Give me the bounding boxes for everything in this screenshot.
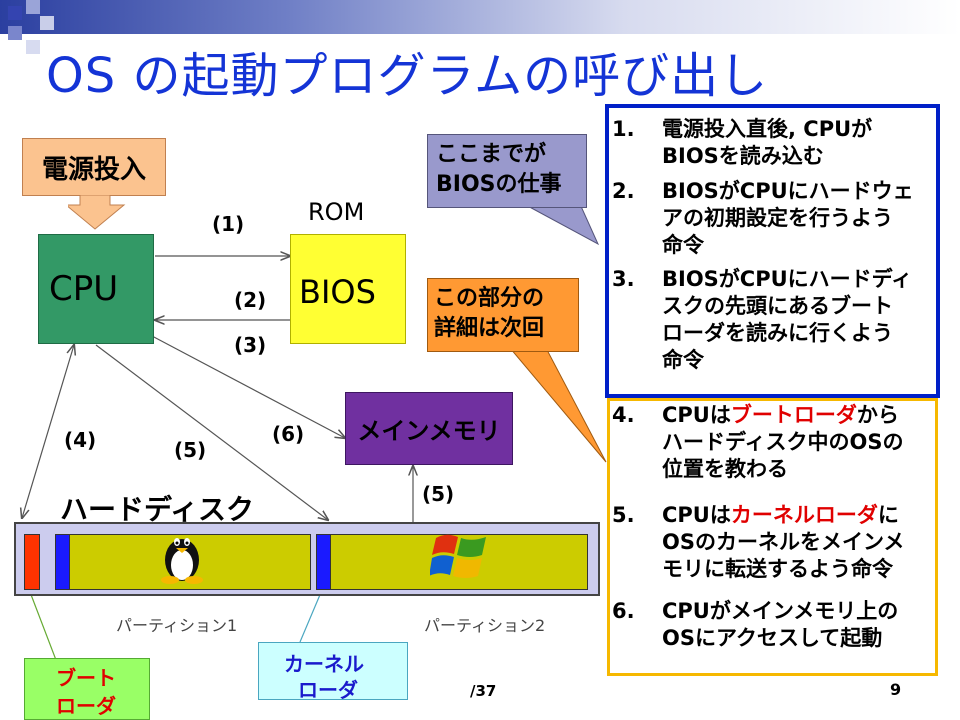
callout-bios-job-line2: BIOSの仕事 bbox=[436, 172, 562, 197]
decor-square bbox=[8, 26, 22, 40]
main-memory-label: メインメモリ bbox=[357, 417, 501, 445]
list-item-4-line2: ハードディスク中のOSの bbox=[662, 430, 904, 454]
step-label-5b: (5) bbox=[422, 482, 455, 506]
list-item-5-post: に bbox=[877, 503, 899, 527]
boot-loader-label-1: ブート bbox=[56, 666, 116, 690]
list-blue-border bbox=[605, 104, 940, 398]
list-item-3-line4: 命令 bbox=[662, 348, 704, 372]
list-item-4-line3: 位置を教わる bbox=[662, 457, 788, 481]
list-item-3-line1: BIOSがCPUにハードディ bbox=[662, 267, 913, 291]
decor-square bbox=[40, 16, 54, 30]
list-item-4-num: 4. bbox=[612, 403, 635, 427]
callout-bios-job-line1: ここまでが bbox=[436, 142, 547, 167]
partition-1-label: パーティション1 bbox=[116, 616, 238, 635]
list-item-4-pre: CPUは bbox=[662, 403, 731, 427]
list-item-1-num: 1. bbox=[612, 117, 635, 141]
list-item-5-line2: OSのカーネルをメインメ bbox=[662, 530, 905, 554]
callout-bios-job bbox=[427, 134, 587, 208]
page-fraction: /37 bbox=[470, 682, 497, 700]
callout-next-time bbox=[427, 278, 579, 352]
list-item-3-line3: ローダを読みに行くよう bbox=[662, 321, 893, 345]
list-item-3-num: 3. bbox=[612, 267, 635, 291]
list-item-6-line1: CPUがメインメモリ上の bbox=[662, 599, 899, 623]
boot-loader-label-2: ローダ bbox=[56, 694, 116, 718]
list-item-2-line3: 命令 bbox=[662, 233, 704, 257]
decor-square bbox=[8, 6, 22, 20]
list-item-5-line3: モリに転送するよう命令 bbox=[662, 557, 893, 581]
cpu-label: CPU bbox=[49, 269, 119, 309]
page-number: 9 bbox=[890, 680, 902, 699]
rom-label: ROM bbox=[308, 198, 365, 226]
list-item-6-num: 6. bbox=[612, 599, 635, 623]
main-memory-box: メインメモリ bbox=[345, 392, 513, 465]
step-label-6: (6) bbox=[272, 422, 305, 446]
step-label-3: (3) bbox=[234, 333, 267, 357]
list-item-5-pre: CPUは bbox=[662, 503, 731, 527]
power-on-label: 電源投入 bbox=[41, 154, 146, 185]
list-item-2-line1: BIOSがCPUにハードウェ bbox=[662, 179, 914, 203]
list-item-4-line1: CPUはブートローダから bbox=[662, 402, 952, 429]
bios-box: BIOS bbox=[290, 234, 406, 344]
cpu-box: CPU bbox=[38, 234, 154, 344]
step-label-2: (2) bbox=[234, 288, 267, 312]
list-item-3-line2: スクの先頭にあるブート bbox=[662, 294, 893, 318]
steps-list: 1. 電源投入直後, CPUが BIOSを読み込む 2. BIOSがCPUにハー… bbox=[612, 116, 938, 676]
power-on-box: 電源投入 bbox=[22, 138, 166, 196]
list-item-1-line1: 電源投入直後, CPUが bbox=[662, 117, 873, 141]
kernel-loader-label-2: ローダ bbox=[298, 678, 358, 702]
title-gradient-bar bbox=[0, 0, 960, 34]
boot-loader-block bbox=[24, 534, 40, 590]
decor-square bbox=[26, 0, 40, 14]
boot-loader-callout bbox=[24, 658, 150, 720]
step-label-1: (1) bbox=[212, 212, 245, 236]
kernel-loader-callout bbox=[258, 642, 408, 700]
list-item-2-num: 2. bbox=[612, 179, 635, 203]
step-label-5: (5) bbox=[174, 438, 207, 462]
kernel-loader-label-1: カーネル bbox=[284, 652, 364, 676]
list-item-4-post: から bbox=[856, 403, 899, 427]
list-item-5-line1: CPUはカーネルローダに bbox=[662, 502, 952, 529]
step-label-4: (4) bbox=[64, 428, 97, 452]
partition-2-label: パーティション2 bbox=[424, 616, 546, 635]
list-item-6-line2: OSにアクセスして起動 bbox=[662, 626, 883, 650]
linux-penguin-icon bbox=[161, 538, 203, 584]
windows-logo-icon bbox=[430, 534, 486, 578]
list-item-5-num: 5. bbox=[612, 503, 635, 527]
callout-next-time-line1: この部分の bbox=[434, 286, 545, 311]
slide-title: OS の起動プログラムの呼び出し bbox=[46, 48, 769, 104]
list-item-1-line2: BIOSを読み込む bbox=[662, 144, 824, 168]
callout-next-time-line2: 詳細は次回 bbox=[434, 316, 545, 341]
list-orange-border bbox=[607, 398, 938, 676]
bios-label: BIOS bbox=[299, 273, 376, 311]
list-item-2-line2: アの初期設定を行うよう bbox=[662, 206, 893, 230]
decor-square bbox=[26, 40, 40, 54]
list-item-5-highlight: カーネルローダ bbox=[730, 503, 878, 527]
power-down-arrow bbox=[68, 195, 126, 230]
list-item-4-highlight: ブートローダ bbox=[730, 403, 857, 427]
hard-disk-label: ハードディスク bbox=[60, 493, 255, 526]
